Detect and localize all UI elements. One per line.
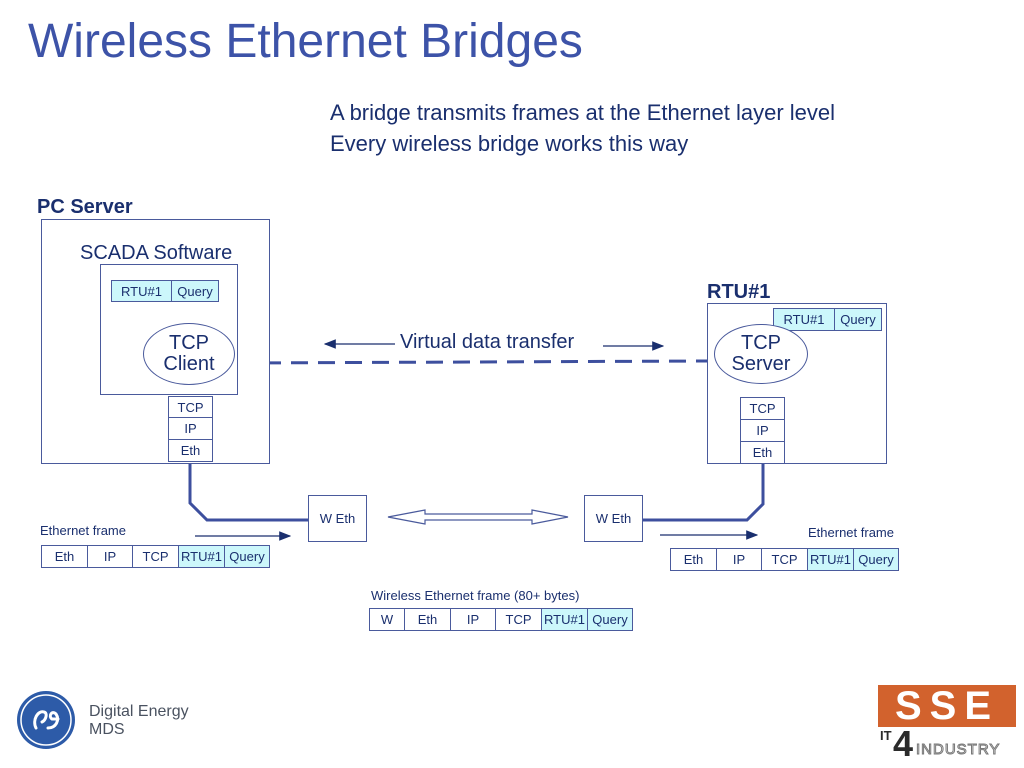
left-cable (188, 462, 308, 522)
pc-stack-eth: Eth (168, 439, 213, 462)
rtu-stack-eth: Eth (740, 441, 785, 464)
ge-logo-text: Digital Energy MDS (89, 703, 189, 739)
pc-stack-ip: IP (168, 417, 213, 440)
right-cable (643, 464, 765, 522)
right-frame-rtu: RTU#1 (807, 548, 854, 571)
left-frame-label: Ethernet frame (40, 523, 126, 538)
tcp-client-line-2: Client (163, 353, 215, 375)
wireless-frame-query: Query (587, 608, 633, 631)
tcp-client-line-1: TCP (169, 332, 209, 354)
tcp-server-line-1: TCP (741, 332, 781, 354)
intro-line-1: A bridge transmits frames at the Etherne… (330, 100, 836, 125)
rtu-stack-tcp: TCP (740, 397, 785, 420)
virtual-link-dashed (236, 359, 709, 365)
left-bridge-box: W Eth (308, 495, 367, 542)
wireless-frame-label: Wireless Ethernet frame (80+ bytes) (371, 588, 580, 603)
wireless-frame-w: W (369, 608, 405, 631)
rtu-payload-rtu: RTU#1 (773, 308, 835, 331)
pc-payload-rtu: RTU#1 (111, 280, 172, 302)
sse-four-text: 4 (893, 723, 914, 764)
left-frame-ip: IP (87, 545, 133, 568)
sse-logo: SSE (878, 684, 1016, 728)
sse-it-text: IT (880, 728, 892, 743)
left-frame-query: Query (224, 545, 270, 568)
wireless-frame-tcp: TCP (495, 608, 542, 631)
rtu-stack-ip: IP (740, 419, 785, 442)
rtu-label: RTU#1 (707, 281, 771, 303)
wireless-double-arrow (387, 509, 569, 525)
wireless-frame-eth: Eth (404, 608, 451, 631)
scada-software-label: SCADA Software (80, 242, 233, 264)
tcp-server-line-2: Server (731, 353, 791, 375)
page-title: Wireless Ethernet Bridges (28, 15, 583, 68)
ge-text-line-1: Digital Energy (89, 703, 189, 720)
left-frame-rtu: RTU#1 (178, 545, 225, 568)
pc-payload-query: Query (171, 280, 219, 302)
right-frame-eth: Eth (670, 548, 717, 571)
tcp-server-ellipse: TCP Server (714, 324, 808, 384)
right-frame-query: Query (853, 548, 899, 571)
right-frame-ip: IP (716, 548, 762, 571)
rtu-payload-query: Query (834, 308, 882, 331)
ge-logo-icon (16, 690, 76, 750)
pc-stack-tcp: TCP (168, 396, 213, 418)
right-frame-tcp: TCP (761, 548, 808, 571)
left-frame-tcp: TCP (132, 545, 179, 568)
right-frame-label: Ethernet frame (808, 525, 894, 540)
ge-text-line-2: MDS (89, 721, 125, 738)
left-frame-eth: Eth (41, 545, 88, 568)
wireless-frame-ip: IP (450, 608, 496, 631)
virtual-transfer-label: Virtual data transfer (400, 331, 575, 353)
intro-line-2: Every wireless bridge works this way (330, 131, 689, 156)
right-bridge-box: W Eth (584, 495, 643, 542)
tcp-client-ellipse: TCP Client (143, 323, 235, 385)
pc-server-label: PC Server (37, 196, 133, 218)
wireless-frame-rtu: RTU#1 (541, 608, 588, 631)
sse-industry-text: INDUSTRY (915, 741, 1001, 759)
